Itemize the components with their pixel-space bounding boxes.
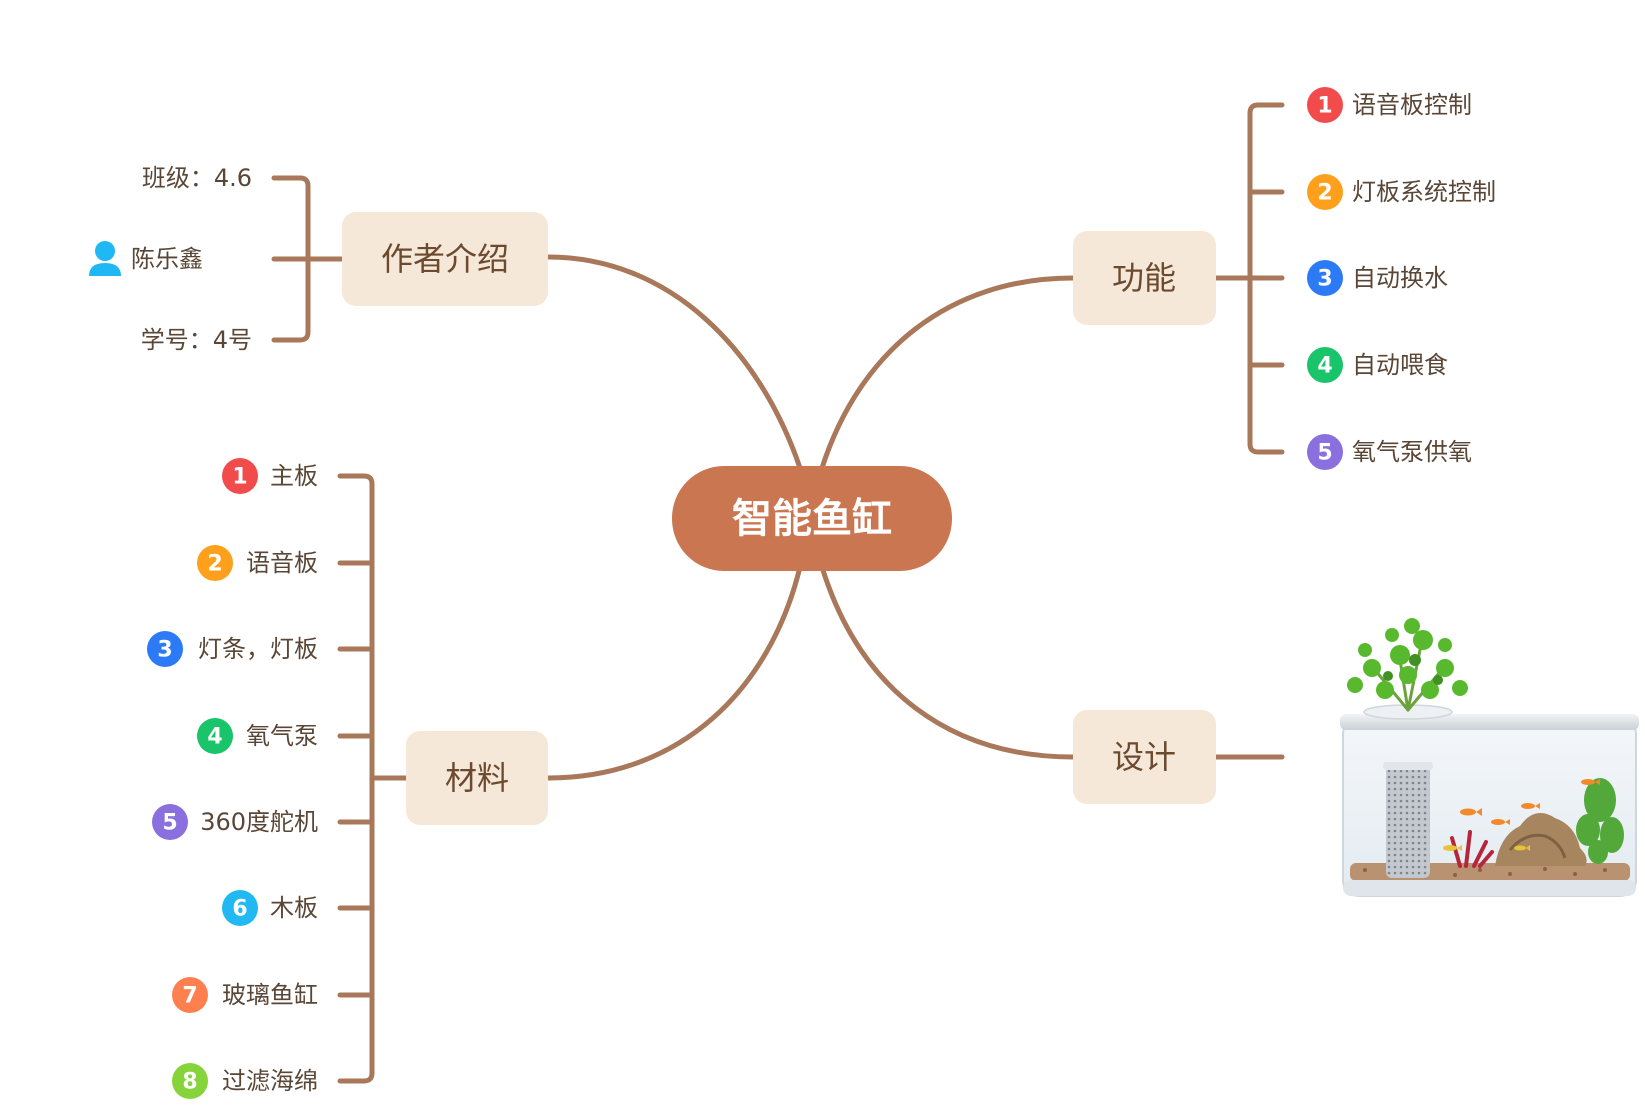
svg-text:4: 4 <box>1317 354 1332 379</box>
material-text: 氧气泵 <box>246 722 318 750</box>
number-badge <box>222 458 258 494</box>
material-text: 过滤海绵 <box>222 1067 318 1095</box>
author-name-text: 陈乐鑫 <box>131 245 203 273</box>
material-text: 主板 <box>270 462 318 490</box>
svg-text:6: 6 <box>232 897 247 922</box>
svg-text:4: 4 <box>207 725 222 750</box>
material-item[interactable]: 4 氧气泵 <box>197 718 318 754</box>
material-text: 玻璃鱼缸 <box>222 981 318 1009</box>
material-item[interactable]: 8 过滤海绵 <box>172 1063 318 1099</box>
svg-text:3: 3 <box>1317 267 1332 292</box>
materials-bracket <box>337 473 409 1084</box>
svg-text:5: 5 <box>162 811 177 836</box>
function-item[interactable]: 3 自动换水 <box>1307 260 1448 296</box>
number-badge <box>1307 260 1343 296</box>
function-item[interactable]: 4 自动喂食 <box>1307 347 1448 383</box>
svg-text:3: 3 <box>157 638 172 663</box>
svg-text:1: 1 <box>232 465 247 490</box>
aquarium-image <box>1340 618 1639 897</box>
material-item[interactable]: 5 360度舵机 <box>152 804 318 840</box>
branch-functions-label: 功能 <box>1112 259 1176 297</box>
number-badge <box>1307 434 1343 470</box>
connector-author <box>545 254 803 471</box>
branch-author[interactable]: 作者介绍 <box>342 212 548 306</box>
functions-bracket <box>1213 102 1285 455</box>
function-text: 自动喂食 <box>1352 351 1448 379</box>
number-badge <box>197 718 233 754</box>
number-badge <box>197 545 233 581</box>
svg-text:5: 5 <box>1317 441 1332 466</box>
number-badge <box>1307 87 1343 123</box>
material-text: 灯条，灯板 <box>198 635 318 663</box>
number-badge <box>1307 347 1343 383</box>
author-item[interactable]: 班级：4.6 <box>142 164 252 192</box>
branch-design[interactable]: 设计 <box>1073 710 1216 804</box>
function-text: 语音板控制 <box>1352 91 1472 119</box>
function-item[interactable]: 2 灯板系统控制 <box>1307 174 1496 210</box>
branch-author-label: 作者介绍 <box>381 240 509 278</box>
branch-functions[interactable]: 功能 <box>1073 231 1216 325</box>
author-id-text: 学号：4号 <box>141 326 252 354</box>
author-class-text: 班级：4.6 <box>142 164 252 192</box>
branch-materials[interactable]: 材料 <box>406 731 548 825</box>
number-badge <box>147 631 183 667</box>
material-text: 语音板 <box>246 549 318 577</box>
material-item[interactable]: 2 语音板 <box>197 545 318 581</box>
material-item[interactable]: 6 木板 <box>222 890 318 926</box>
material-text: 木板 <box>270 894 318 922</box>
connector-design <box>819 564 1076 760</box>
svg-text:8: 8 <box>182 1070 197 1095</box>
svg-text:2: 2 <box>207 552 222 577</box>
material-item[interactable]: 3 灯条，灯板 <box>147 631 318 667</box>
material-item[interactable]: 7 玻璃鱼缸 <box>172 977 318 1013</box>
author-item[interactable]: 陈乐鑫 <box>89 241 203 276</box>
svg-text:7: 7 <box>182 984 197 1009</box>
connector-materials <box>545 564 803 781</box>
number-badge <box>172 1063 208 1099</box>
svg-text:2: 2 <box>1317 181 1332 206</box>
number-badge <box>172 977 208 1013</box>
branch-materials-label: 材料 <box>445 759 509 797</box>
material-item[interactable]: 1 主板 <box>222 458 318 494</box>
svg-text:1: 1 <box>1317 94 1332 119</box>
author-item[interactable]: 学号：4号 <box>141 326 252 354</box>
author-bracket <box>271 175 345 343</box>
root-node[interactable]: 智能鱼缸 <box>672 466 952 571</box>
function-item[interactable]: 1 语音板控制 <box>1307 87 1472 123</box>
person-icon <box>89 241 121 276</box>
function-text: 灯板系统控制 <box>1352 178 1496 206</box>
function-text: 氧气泵供氧 <box>1352 438 1472 466</box>
number-badge <box>222 890 258 926</box>
number-badge <box>152 804 188 840</box>
branch-design-label: 设计 <box>1112 738 1176 776</box>
function-text: 自动换水 <box>1352 264 1448 292</box>
material-text: 360度舵机 <box>200 808 318 836</box>
function-item[interactable]: 5 氧气泵供氧 <box>1307 434 1472 470</box>
number-badge <box>1307 174 1343 210</box>
connector-functions <box>819 275 1076 471</box>
root-label: 智能鱼缸 <box>732 496 892 542</box>
